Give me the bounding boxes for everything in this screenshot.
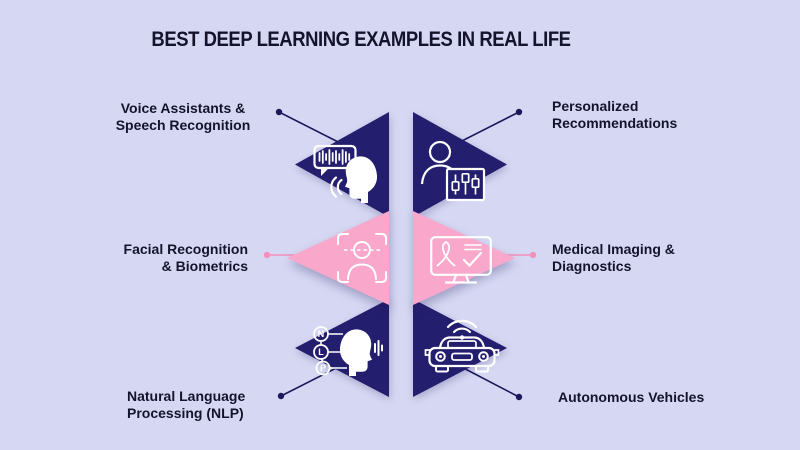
medical-imaging-icon <box>430 236 492 284</box>
nlp-icon: NLP <box>313 326 383 376</box>
label-medical-imaging: Medical Imaging & Diagnostics <box>552 241 675 275</box>
label-line: Diagnostics <box>552 258 632 274</box>
label-line: Recommendations <box>552 115 678 131</box>
label-line: Facial Recognition <box>123 241 248 257</box>
svg-text:P: P <box>320 363 326 373</box>
triangle-medical-imaging <box>413 211 515 305</box>
label-line: Autonomous Vehicles <box>558 389 705 405</box>
facial-recognition-icon <box>337 233 387 283</box>
label-personalized-recommendations: Personalized Recommendations <box>552 98 677 132</box>
label-line: Medical Imaging & <box>552 241 675 257</box>
label-line: & Biometrics <box>161 258 248 274</box>
page-title: BEST DEEP LEARNING EXAMPLES IN REAL LIFE <box>151 28 571 51</box>
triangle-facial-recognition <box>287 211 389 305</box>
label-autonomous-vehicles: Autonomous Vehicles <box>558 389 704 406</box>
label-line: Processing (NLP) <box>127 405 244 421</box>
label-line: Personalized <box>552 98 639 114</box>
label-line: Voice Assistants & <box>120 100 246 116</box>
label-facial-recognition: Facial Recognition & Biometrics <box>78 241 248 275</box>
label-line: Natural Language <box>127 388 246 404</box>
svg-text:L: L <box>318 347 324 357</box>
recommendation-sliders-icon <box>420 140 486 202</box>
label-nlp: Natural Language Processing (NLP) <box>127 388 245 422</box>
label-voice-assistants: Voice Assistants & Speech Recognition <box>95 100 271 134</box>
speech-recognition-icon <box>313 144 378 203</box>
autonomous-vehicle-icon <box>424 319 500 373</box>
svg-text:N: N <box>318 329 325 339</box>
label-line: Speech Recognition <box>115 117 251 133</box>
